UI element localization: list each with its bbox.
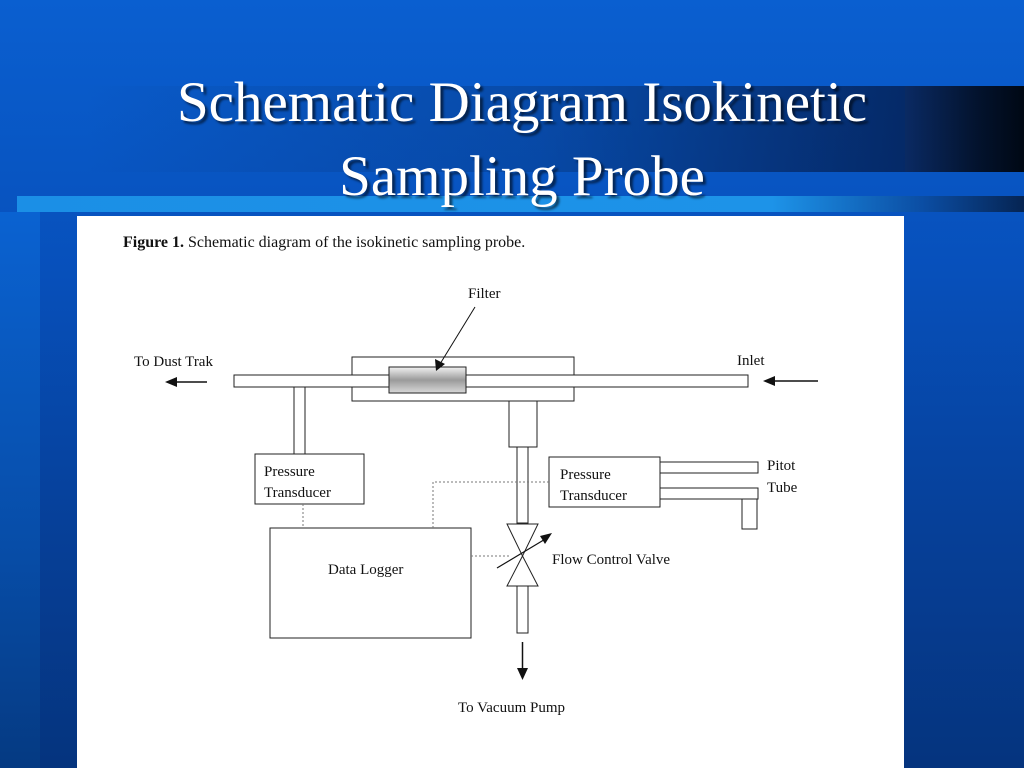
slide-title-line-1: Schematic Diagram Isokinetic <box>176 71 868 134</box>
filter-pointer-head <box>435 359 445 371</box>
figure-caption-text: Schematic diagram of the isokinetic samp… <box>184 234 525 251</box>
signal-line-right-transducer <box>432 481 549 528</box>
slide-title-line-2: Sampling Probe <box>339 145 705 208</box>
filter-pointer-line <box>439 306 476 365</box>
label-to-dust-trak: To Dust Trak <box>134 354 213 370</box>
data-logger-box <box>269 527 472 639</box>
figure-caption-bold: Figure 1. <box>123 234 184 251</box>
inlet-arrow-head <box>763 376 775 386</box>
figure-panel: Figure 1. Schematic diagram of the isoki… <box>77 216 904 768</box>
outlet-pipe-upper <box>516 446 529 524</box>
left-stripe <box>0 212 40 768</box>
left-pressure-transducer <box>254 453 365 505</box>
schematic-diagram: Figure 1. Schematic diagram of the isoki… <box>123 234 818 716</box>
valve-upper-cone <box>506 523 539 558</box>
right-transducer-label-2: Transducer <box>560 488 627 504</box>
pitot-tube-tip <box>741 498 758 530</box>
slide-title: Schematic Diagram Isokinetic Sampling Pr… <box>60 66 984 214</box>
label-pitot-1: Pitot <box>767 458 796 474</box>
title-dark-band <box>905 86 1024 172</box>
label-flow-control-valve: Flow Control Valve <box>552 552 670 568</box>
label-filter: Filter <box>468 286 501 302</box>
accent-bar <box>17 196 1024 212</box>
label-inlet: Inlet <box>737 353 765 369</box>
figure-caption: Figure 1. Schematic diagram of the isoki… <box>123 234 525 251</box>
dust-trak-arrow-head <box>165 377 177 387</box>
valve-lower-cone <box>506 554 539 587</box>
left-pressure-tube <box>293 386 306 455</box>
label-data-logger: Data Logger <box>328 562 403 578</box>
outlet-coupling <box>508 400 538 448</box>
label-pitot-2: Tube <box>767 480 798 496</box>
left-transducer-label-1: Pressure <box>264 464 315 480</box>
main-pipe <box>233 374 749 388</box>
left-transducer-label-2: Transducer <box>264 485 331 501</box>
title-shade-band <box>85 86 905 172</box>
pitot-tube-upper <box>659 461 759 474</box>
filter-element <box>388 366 467 394</box>
pitot-tube-lower <box>659 487 759 500</box>
label-to-vacuum-pump: To Vacuum Pump <box>458 700 565 716</box>
vacuum-arrow-head <box>517 668 528 680</box>
valve-control-line <box>496 537 548 569</box>
valve-control-head <box>540 533 552 544</box>
right-transducer-label-1: Pressure <box>560 467 611 483</box>
outlet-pipe-lower <box>516 585 529 634</box>
